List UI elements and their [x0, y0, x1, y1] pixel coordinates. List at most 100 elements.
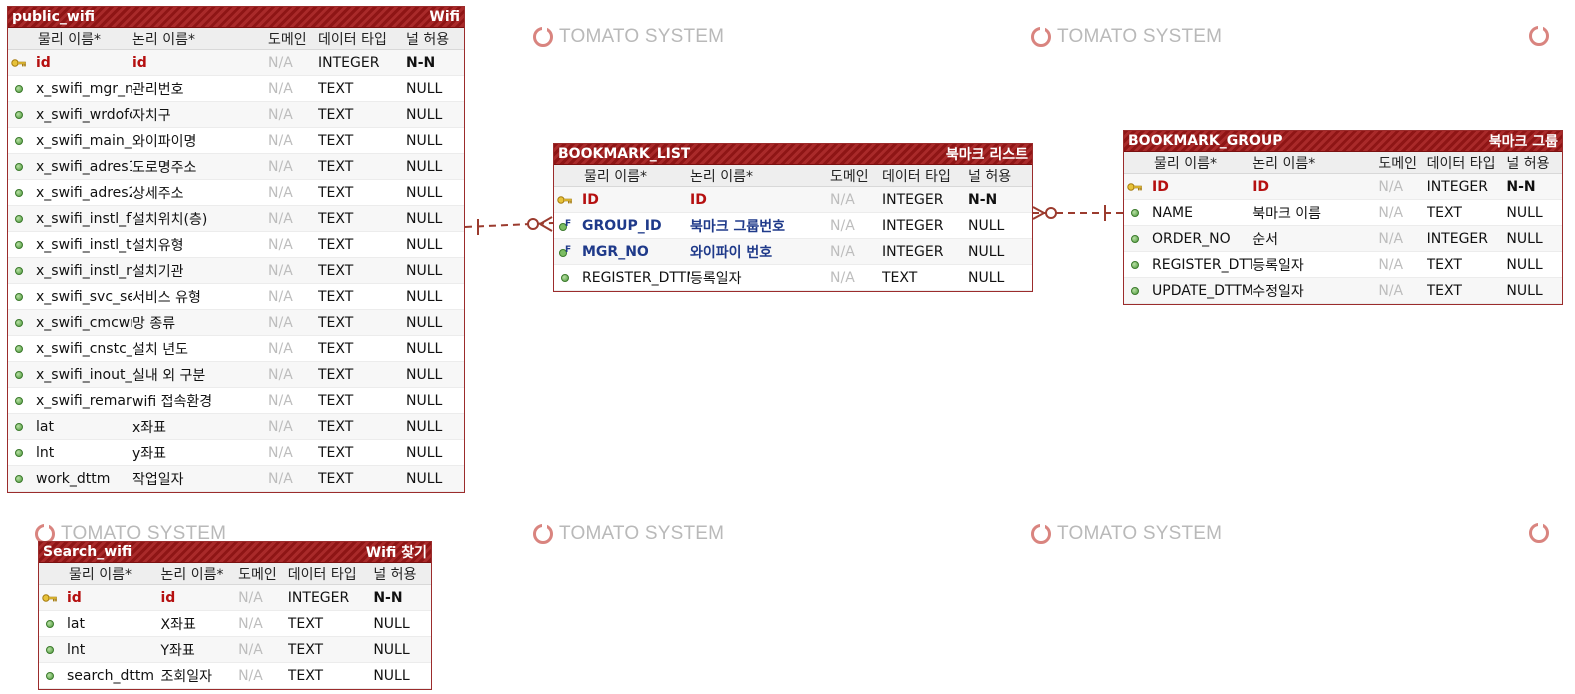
attribute-nullable: NULL — [373, 615, 410, 632]
foreign-key-icon: F — [554, 240, 576, 264]
attribute-nullable: NULL — [406, 236, 443, 253]
entity-name: public_wifi — [12, 9, 96, 25]
attribute-domain: N/A — [238, 641, 263, 658]
attribute-nullable: NULL — [406, 392, 443, 409]
attribute-physical-name: x_swifi_adres2 — [36, 184, 132, 201]
attribute-domain: N/A — [1378, 256, 1404, 273]
attribute-icon — [8, 363, 30, 387]
column-header-nullable: 널 허용 — [406, 31, 450, 48]
attribute-logical-name: 상세주소 — [132, 185, 184, 202]
attribute-physical-name: x_swifi_instl_floor — [36, 210, 132, 227]
attribute-domain: N/A — [268, 288, 293, 305]
attribute-physical-name: x_swifi_cnstc_year — [36, 340, 132, 357]
column-header-domain: 도메인 — [1378, 155, 1418, 172]
attribute-domain: N/A — [268, 392, 293, 409]
attribute-logical-name: 북마크 그룹번호 — [690, 218, 786, 235]
attribute-physical-name: x_swifi_instl_ty — [36, 236, 132, 253]
attribute-physical-name: ID — [1152, 178, 1169, 195]
attribute-physical-name: id — [67, 589, 82, 606]
column-header-domain: 도메인 — [238, 566, 277, 583]
attribute-domain: N/A — [268, 184, 293, 201]
attribute-nullable: NULL — [406, 106, 443, 123]
tomato-logo-icon — [533, 26, 553, 47]
attribute-logical-name: ID — [690, 191, 707, 208]
attribute-logical-name: X좌표 — [160, 616, 196, 633]
attribute-domain: N/A — [830, 243, 855, 260]
attribute-icon — [8, 285, 30, 309]
attribute-data-type: TEXT — [318, 314, 354, 331]
entity-header[interactable]: public_wifi Wifi — [8, 7, 464, 28]
entity-logical-name: Wifi — [429, 9, 460, 25]
attribute-domain: N/A — [238, 615, 263, 632]
attribute-physical-name: UPDATE_DTTM — [1152, 282, 1253, 299]
attribute-nullable: NULL — [1506, 282, 1543, 299]
foreign-key-icon: F — [554, 214, 576, 238]
attribute-nullable: NULL — [1506, 230, 1543, 247]
attribute-physical-name: REGISTER_DTTM — [1152, 256, 1253, 273]
attribute-nullable: NULL — [406, 340, 443, 357]
attribute-domain: N/A — [1378, 230, 1404, 247]
attribute-nullable: NULL — [406, 314, 443, 331]
attribute-domain: N/A — [268, 418, 293, 435]
attribute-logical-name: 등록일자 — [690, 270, 742, 287]
column-header-nullable: 널 허용 — [373, 566, 417, 583]
optional-circle — [527, 218, 539, 230]
attribute-domain: N/A — [268, 366, 293, 383]
attribute-nullable: N-N — [373, 589, 403, 606]
attribute-data-type: TEXT — [318, 236, 354, 253]
optional-circle — [1045, 207, 1057, 219]
attribute-icon — [8, 337, 30, 361]
attribute-icon — [8, 441, 30, 465]
attribute-physical-name: work_dttm — [36, 470, 111, 487]
column-header-nullable: 널 허용 — [1506, 155, 1550, 172]
attribute-domain: N/A — [268, 158, 293, 175]
attribute-data-type: TEXT — [318, 470, 354, 487]
attribute-icon — [1124, 279, 1146, 303]
column-header-logical: 논리 이름* — [132, 31, 195, 48]
attribute-domain: N/A — [1378, 178, 1404, 195]
attribute-physical-name: x_swifi_adres1 — [36, 158, 132, 175]
attribute-physical-name: x_swifi_instl_mby — [36, 262, 132, 279]
attribute-nullable: NULL — [1506, 256, 1543, 273]
attribute-nullable: NULL — [968, 217, 1005, 234]
